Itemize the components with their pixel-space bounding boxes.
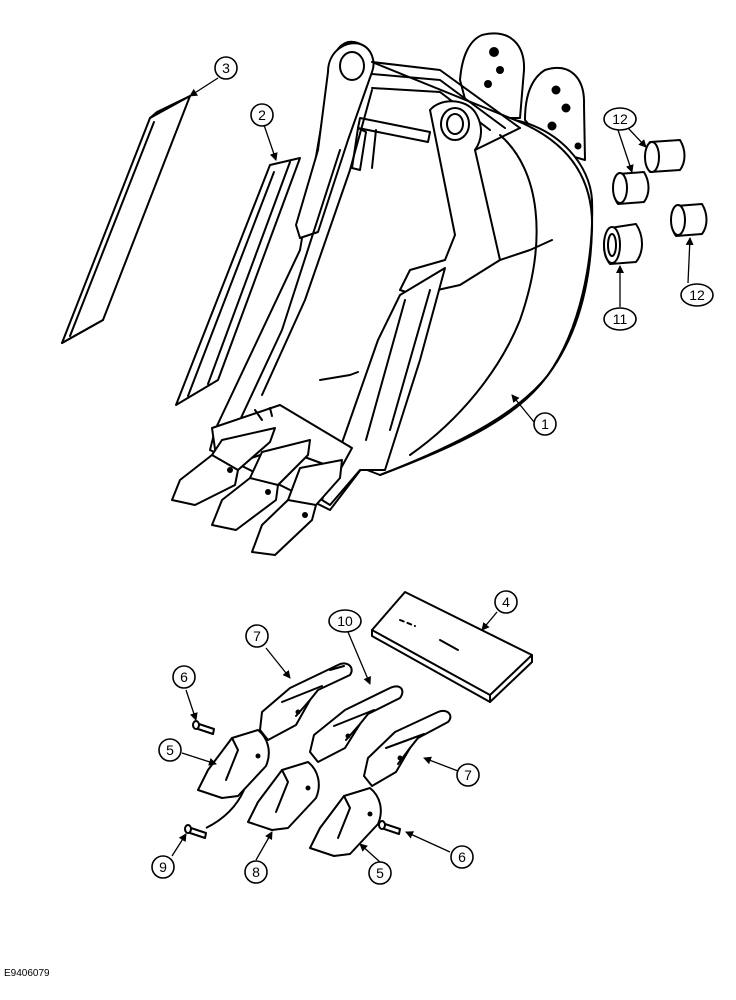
callout-5-left-label: 5 (166, 742, 174, 758)
callout-11-label: 11 (613, 311, 628, 327)
pin-part-9 (184, 824, 207, 839)
side-cutter-part-2 (175, 157, 301, 406)
callout-6-right: 6 (450, 845, 474, 869)
bushing-part-12-mid (612, 171, 650, 205)
callout-7-right-label: 7 (464, 767, 472, 783)
retainer-curve (205, 789, 245, 829)
callout-12-bottom: 12 (680, 283, 714, 307)
callout-10: 10 (328, 609, 362, 633)
callout-11: 11 (603, 307, 637, 331)
tooth-part-5-right (309, 787, 382, 857)
drawing-code: E9406079 (4, 968, 50, 979)
callout-10-label: 10 (337, 613, 353, 629)
callout-5-right-label: 5 (376, 865, 384, 881)
tooth-adapter-part-7-right (363, 710, 452, 787)
callout-6-left: 6 (172, 665, 196, 689)
callout-3-label: 3 (222, 60, 230, 76)
callout-2: 2 (250, 103, 274, 127)
callout-8: 8 (244, 860, 268, 884)
callout-7-left-label: 7 (253, 628, 261, 644)
callout-1-label: 1 (541, 416, 549, 432)
bushing-part-12-top (644, 139, 686, 173)
pin-part-6-left (192, 720, 215, 735)
callout-9: 9 (151, 855, 175, 879)
side-cutter-part-3 (61, 95, 191, 344)
bushing-part-11 (603, 223, 643, 265)
callout-4: 4 (494, 590, 518, 614)
leader-lines (171, 77, 694, 863)
pin-part-6-right (378, 820, 401, 835)
callout-2-label: 2 (258, 107, 266, 123)
tooth-adapter-part-7-left (259, 662, 353, 741)
callout-12-bottom-label: 12 (689, 287, 705, 303)
callout-12-top: 12 (603, 107, 637, 131)
tooth-part-8 (247, 761, 320, 831)
callout-4-label: 4 (502, 594, 510, 610)
tooth-part-5-left (197, 729, 270, 799)
callout-6-left-label: 6 (180, 669, 188, 685)
wear-plate-part-4 (371, 591, 533, 703)
callout-12-top-label: 12 (612, 111, 628, 127)
callout-8-label: 8 (252, 864, 260, 880)
callout-5-right: 5 (368, 861, 392, 885)
bucket-teeth-assembled (171, 427, 343, 556)
callout-6-right-label: 6 (458, 849, 466, 865)
callout-1: 1 (533, 412, 557, 436)
bushing-part-12-right (670, 203, 708, 237)
callout-9-label: 9 (159, 859, 167, 875)
callout-7-right: 7 (456, 763, 480, 787)
tooth-adapter-part-10 (309, 685, 404, 763)
callout-5-left: 5 (158, 738, 182, 762)
callout-7-left: 7 (245, 624, 269, 648)
callout-3: 3 (214, 56, 238, 80)
bucket-part-1 (209, 32, 594, 511)
